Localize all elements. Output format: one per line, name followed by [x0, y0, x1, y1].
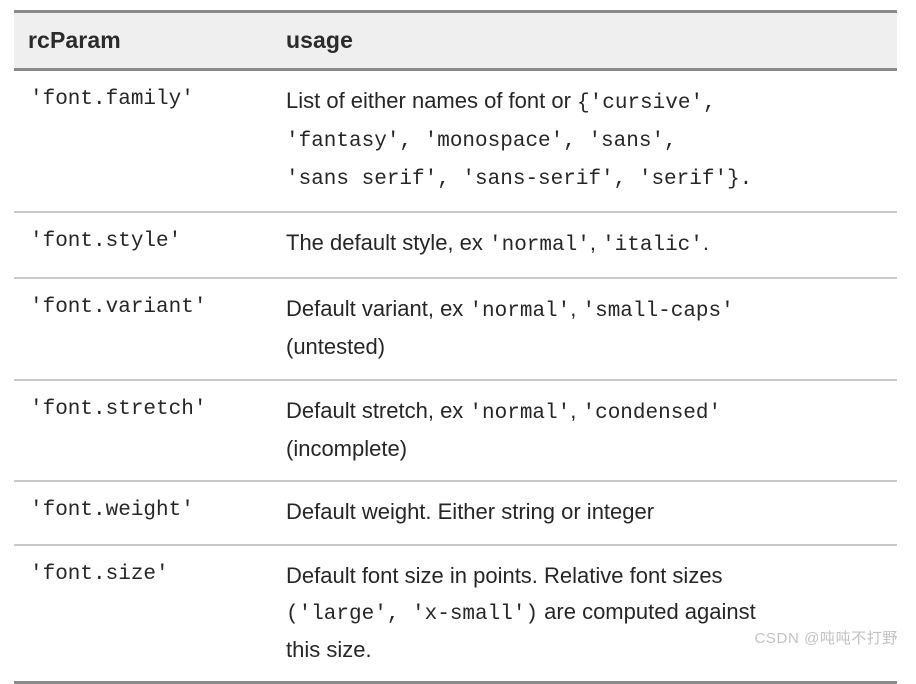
- cell-usage: The default style, ex 'normal', 'italic'…: [282, 212, 897, 280]
- cell-rcparam: 'font.family': [14, 69, 282, 214]
- usage-line: The default style, ex 'normal', 'italic'…: [286, 225, 891, 263]
- usage-line: 'fantasy', 'monospace', 'sans',: [286, 121, 891, 159]
- table-header-row: rcParam usage: [14, 10, 897, 71]
- usage-line: List of either names of font or {'cursiv…: [286, 83, 891, 121]
- usage-line: this size.: [286, 632, 891, 668]
- usage-text: are computed against: [538, 598, 756, 624]
- usage-line: (incomplete): [286, 431, 891, 467]
- code-literal: 'sans serif', 'sans-serif', 'serif'}.: [286, 168, 753, 192]
- usage-text: ,: [589, 230, 603, 256]
- cell-usage: Default weight. Either string or integer: [282, 481, 897, 546]
- table-row: 'font.size'Default font size in points. …: [14, 544, 897, 684]
- usage-line: Default weight. Either string or integer: [286, 494, 891, 530]
- usage-text: ,: [570, 397, 583, 423]
- code-literal: 'normal': [469, 401, 571, 425]
- table-row: 'font.variant'Default variant, ex 'norma…: [14, 278, 897, 381]
- code-literal: 'normal': [489, 234, 590, 258]
- usage-text: (untested): [286, 334, 386, 360]
- column-header-rcparam: rcParam: [14, 10, 282, 71]
- usage-text: this size.: [286, 636, 372, 662]
- usage-text: Default font size in points. Relative fo…: [286, 562, 723, 588]
- cell-usage: List of either names of font or {'cursiv…: [282, 69, 897, 214]
- rcparam-usage-table: rcParam usage 'font.family'List of eithe…: [14, 10, 897, 684]
- code-literal: 'condensed': [582, 401, 722, 425]
- rcparam-usage-table-container: rcParam usage 'font.family'List of eithe…: [14, 10, 897, 684]
- cell-rcparam: 'font.weight': [14, 481, 282, 546]
- code-literal: 'small-caps': [582, 300, 734, 324]
- cell-usage: Default variant, ex 'normal', 'small-cap…: [282, 278, 897, 381]
- cell-rcparam: 'font.style': [14, 212, 282, 280]
- usage-text: The default style, ex: [286, 230, 489, 256]
- cell-usage: Default font size in points. Relative fo…: [282, 544, 897, 684]
- code-literal: ('large', 'x-small'): [286, 602, 539, 626]
- usage-text: .: [702, 230, 710, 256]
- table-row: 'font.family'List of either names of fon…: [14, 69, 897, 214]
- usage-line: ('large', 'x-small') are computed agains…: [286, 594, 891, 632]
- table-header: rcParam usage: [14, 10, 897, 71]
- code-literal: 'normal': [469, 300, 571, 324]
- usage-text: Default stretch, ex: [286, 397, 470, 423]
- usage-text: (incomplete): [286, 435, 408, 461]
- cell-rcparam: 'font.size': [14, 544, 282, 684]
- usage-text: Default variant, ex: [286, 296, 470, 322]
- cell-rcparam: 'font.variant': [14, 278, 282, 381]
- table-row: 'font.style'The default style, ex 'norma…: [14, 212, 897, 280]
- usage-line: (untested): [286, 329, 891, 365]
- usage-line: 'sans serif', 'sans-serif', 'serif'}.: [286, 159, 891, 197]
- table-body: 'font.family'List of either names of fon…: [14, 69, 897, 684]
- column-header-usage: usage: [282, 10, 897, 71]
- table-row: 'font.weight'Default weight. Either stri…: [14, 481, 897, 546]
- usage-text: Default weight. Either string or integer: [286, 499, 655, 525]
- cell-rcparam: 'font.stretch': [14, 379, 282, 483]
- code-literal: 'italic': [602, 234, 703, 258]
- cell-usage: Default stretch, ex 'normal', 'condensed…: [282, 379, 897, 483]
- table-row: 'font.stretch'Default stretch, ex 'norma…: [14, 379, 897, 483]
- usage-line: Default stretch, ex 'normal', 'condensed…: [286, 393, 891, 431]
- code-literal: 'fantasy', 'monospace', 'sans',: [286, 130, 677, 154]
- usage-text: List of either names of font or: [286, 88, 578, 113]
- usage-line: Default variant, ex 'normal', 'small-cap…: [286, 291, 891, 329]
- usage-line: Default font size in points. Relative fo…: [286, 558, 891, 594]
- code-literal: {'cursive',: [577, 92, 716, 115]
- usage-text: ,: [570, 296, 583, 322]
